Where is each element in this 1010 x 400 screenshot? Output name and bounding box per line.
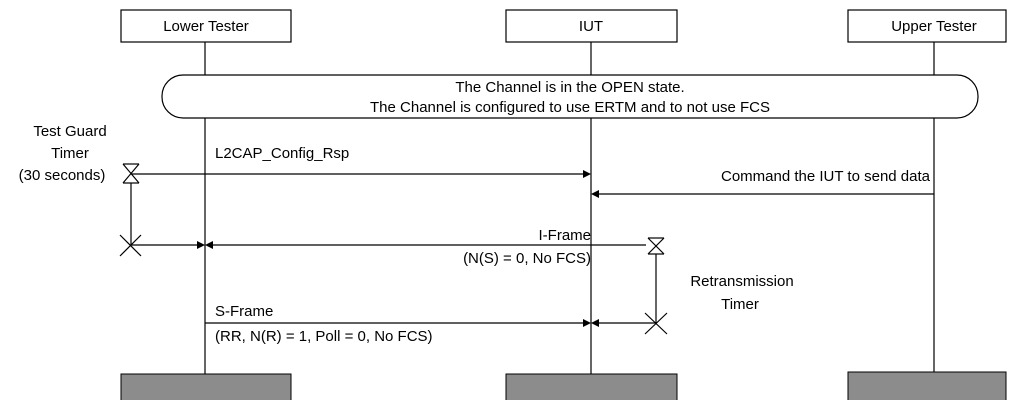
upper-tester-header: Upper Tester [847, 9, 1007, 43]
test-guard-timer-label: Test Guard Timer (30 seconds) [19, 123, 107, 184]
config-rsp-arrowhead-icon [583, 170, 591, 178]
guard-timer-expiry-icon [119, 234, 142, 257]
iframe-label-line1: I-Frame [539, 227, 592, 244]
retransmission-expiry-arrowhead-icon [591, 319, 599, 327]
sframe-arrowhead-icon [583, 319, 591, 327]
state-note: The Channel is in the OPEN state. The Ch… [161, 74, 979, 119]
iut-footer [505, 373, 678, 400]
lower-tester-footer [120, 373, 292, 400]
retransmission-timer-line2: Timer [721, 296, 759, 313]
lower-tester-header: Lower Tester [120, 9, 292, 43]
lower-tester-label: Lower Tester [163, 18, 249, 35]
state-note-line1: The Channel is in the OPEN state. [455, 79, 684, 96]
guard-timer-line2: Timer [51, 145, 89, 162]
iframe-label-line2: (N(S) = 0, No FCS) [463, 250, 591, 267]
upper-tester-footer [847, 371, 1007, 400]
iut-label: IUT [579, 18, 603, 35]
command-label: Command the IUT to send data [721, 168, 931, 185]
sframe-label-line1: S-Frame [215, 303, 273, 320]
iframe-arrowhead-icon [205, 241, 213, 249]
guard-timer-line3: (30 seconds) [19, 167, 106, 184]
sframe-label-line2: (RR, N(R) = 1, Poll = 0, No FCS) [215, 328, 433, 345]
command-arrowhead-icon [591, 190, 599, 198]
retransmission-timer-line1: Retransmission [690, 273, 793, 290]
guard-expiry-arrowhead-icon [197, 241, 205, 249]
config-rsp-label: L2CAP_Config_Rsp [215, 145, 349, 162]
guard-timer-line1: Test Guard [33, 123, 106, 140]
state-note-line2: The Channel is configured to use ERTM an… [370, 99, 770, 116]
retransmission-timer-start-icon [647, 237, 665, 255]
iut-header: IUT [505, 9, 678, 43]
upper-tester-label: Upper Tester [891, 18, 977, 35]
